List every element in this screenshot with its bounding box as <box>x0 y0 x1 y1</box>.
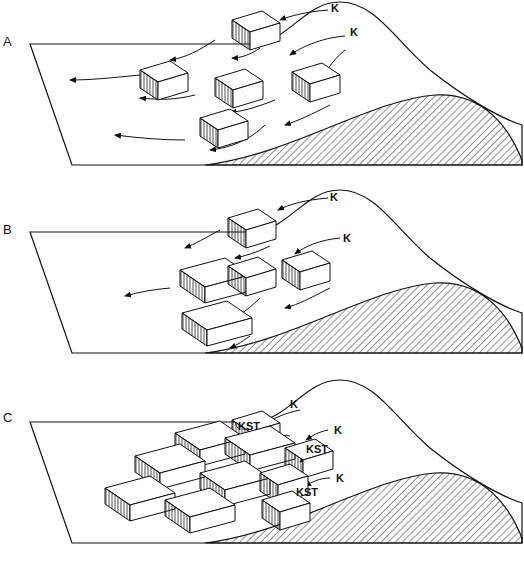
wind-label: K <box>343 232 351 244</box>
panel-letter: C <box>3 412 12 424</box>
wind-label: KST <box>238 420 260 432</box>
wind-label: K <box>331 2 339 14</box>
wind-label: K <box>336 472 344 484</box>
wind-label: K <box>350 26 358 38</box>
panel-letter: A <box>3 36 12 48</box>
panel-b <box>30 190 522 353</box>
wind-label: KST <box>306 443 328 455</box>
panel-letter: B <box>3 224 12 236</box>
wind-label: K <box>334 424 342 436</box>
panel-a <box>30 2 522 165</box>
wind-label: K <box>290 398 298 410</box>
wind-label: KST <box>296 486 318 498</box>
panel-c <box>30 380 522 543</box>
wind-label: K <box>330 191 338 203</box>
